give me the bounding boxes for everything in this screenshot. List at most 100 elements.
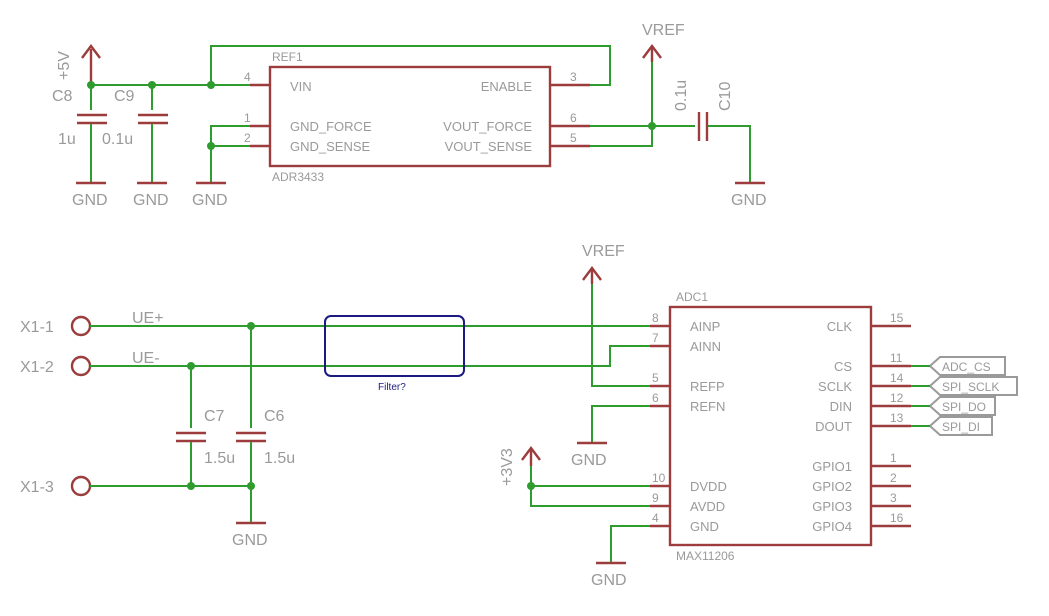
gnd-c6: GND — [232, 521, 268, 549]
gnd-label: GND — [232, 532, 268, 549]
adc-cs-text: ADC_CS — [942, 360, 991, 374]
vref-label: VREF — [642, 22, 685, 39]
adc-pin-num-avdd: 9 — [652, 491, 659, 505]
bus-label-spi-sclk: SPI_SCLK — [928, 376, 1018, 396]
adr3433-part: ADR3433 — [272, 170, 324, 184]
net-ue-minus: UE- — [132, 350, 160, 367]
ref1-designator: REF1 — [272, 50, 303, 64]
adc-pin-sclk: SCLK — [818, 379, 852, 394]
adc-pin-din: DIN — [830, 399, 852, 414]
pin-num-gnd-sense: 2 — [244, 131, 251, 145]
capacitor-c8: C8 1u — [52, 85, 107, 182]
vref-label-adc: VREF — [582, 243, 625, 260]
net-ue-plus: UE+ — [132, 310, 164, 327]
pin-num-enable: 3 — [570, 70, 577, 84]
spi-sclk-text: SPI_SCLK — [942, 380, 999, 394]
adc-pin-num-sclk: 14 — [890, 371, 904, 385]
pin-vin: VIN — [290, 79, 312, 94]
x1-1-label: X1-1 — [20, 319, 54, 336]
adc-pin-refn: REFN — [690, 399, 725, 414]
gnd-adc: GND — [591, 561, 627, 589]
capacitor-c7: C7 1.5u — [176, 366, 235, 486]
x1-3-label: X1-3 — [20, 479, 54, 496]
ic-max11206: ADC1 MAX11206 8AINP7AINN5REFP6REFN10DVDD… — [650, 290, 911, 563]
adc-pin-refp: REFP — [690, 379, 725, 394]
spi-di-text: SPI_DI — [942, 420, 980, 434]
capacitor-c6: C6 1.5u — [236, 326, 295, 522]
pin-gnd-sense: GND_SENSE — [290, 139, 371, 154]
adc-pin-num-gnd: 4 — [652, 511, 659, 525]
gnd-c9: GND — [133, 181, 169, 209]
c9-name: C9 — [114, 88, 135, 105]
supply-vref-top: VREF — [642, 22, 685, 62]
gnd-label: GND — [133, 192, 169, 209]
adc-pin-num-gpio3: 3 — [890, 491, 897, 505]
adc-pin-dvdd: DVDD — [690, 479, 727, 494]
adc-pin-num-dvdd: 10 — [652, 471, 666, 485]
c8-name: C8 — [52, 88, 73, 105]
adc-pin-num-dout: 13 — [890, 411, 904, 425]
capacitor-c9: C9 0.1u — [102, 85, 168, 182]
adc-pin-num-gpio2: 2 — [890, 471, 897, 485]
adc-pin-num-clk: 15 — [890, 311, 904, 325]
supply-3v3-label: +3V3 — [499, 448, 516, 486]
adc-pin-num-refp: 5 — [652, 371, 659, 385]
adc-pin-num-gpio1: 1 — [890, 451, 897, 465]
adc-pin-dout: DOUT — [815, 419, 852, 434]
pin-vout-force: VOUT_FORCE — [443, 119, 532, 134]
connector-x1-2: X1-2 — [20, 355, 92, 377]
bus-label-spi-do: SPI_DO — [928, 396, 996, 416]
gnd-refn: GND — [571, 441, 607, 469]
gnd-label: GND — [192, 192, 228, 209]
bus-label-spi-di: SPI_DI — [928, 416, 993, 436]
bus-label-adc-cs: ADC_CS — [928, 356, 1006, 376]
adc-pin-ainp: AINP — [690, 319, 720, 334]
adc-pin-gpio2: GPIO2 — [812, 479, 852, 494]
capacitor-c10: 0.1u C10 — [673, 80, 751, 182]
ic-adr3433: REF1 ADR3433 4 1 2 3 6 5 VIN GND_FORCE G… — [244, 50, 590, 184]
c6-value: 1.5u — [264, 450, 295, 467]
supply-3v3: +3V3 — [499, 446, 541, 486]
adc-pin-gpio4: GPIO4 — [812, 519, 852, 534]
connector-x1-1: X1-1 — [20, 315, 92, 337]
c6-name: C6 — [264, 408, 285, 425]
gnd-ref: GND — [192, 181, 228, 209]
gnd-c8: GND — [72, 181, 108, 209]
supply-vref-adc: VREF — [582, 243, 625, 284]
pin-gnd-force: GND_FORCE — [290, 119, 372, 134]
pin-vout-sense: VOUT_SENSE — [445, 139, 533, 154]
c7-name: C7 — [204, 408, 225, 425]
c9-value: 0.1u — [102, 131, 133, 148]
pin-num-gnd-force: 1 — [244, 111, 251, 125]
supply-5v-label: +5V — [56, 51, 73, 80]
adc-pin-num-gpio4: 16 — [890, 511, 904, 525]
x1-2-label: X1-2 — [20, 359, 54, 376]
adc-pin-num-cs: 11 — [890, 351, 903, 365]
spi-do-text: SPI_DO — [942, 400, 986, 414]
adc-pin-avdd: AVDD — [690, 499, 725, 514]
adc-pin-gpio1: GPIO1 — [812, 459, 852, 474]
filter-label: Filter? — [378, 382, 406, 393]
c8-value: 1u — [58, 131, 76, 148]
c10-name: C10 — [717, 82, 734, 111]
gnd-c10: GND — [731, 181, 767, 209]
pin-num-vout-force: 6 — [570, 111, 577, 125]
adc-pin-num-ainn: 7 — [652, 331, 659, 345]
pin-enable: ENABLE — [481, 79, 533, 94]
max11206-part: MAX11206 — [676, 549, 735, 563]
adc-pin-num-refn: 6 — [652, 391, 659, 405]
connector-x1-3: X1-3 — [20, 475, 92, 497]
adc-pin-ainn: AINN — [690, 339, 721, 354]
pin-num-vout-sense: 5 — [570, 131, 577, 145]
adc-pin-gnd: GND — [690, 519, 719, 534]
pin-num-vin: 4 — [244, 70, 251, 84]
adc-pin-clk: CLK — [827, 319, 853, 334]
supply-5v: +5V — [56, 44, 101, 85]
adc-pin-num-ainp: 8 — [652, 311, 659, 325]
adc-pin-cs: CS — [834, 359, 852, 374]
gnd-label: GND — [571, 452, 607, 469]
adc-right-pins: 15CLK11CS14SCLK12DIN13DOUT1GPIO12GPIO23G… — [812, 311, 911, 534]
c7-value: 1.5u — [204, 450, 235, 467]
